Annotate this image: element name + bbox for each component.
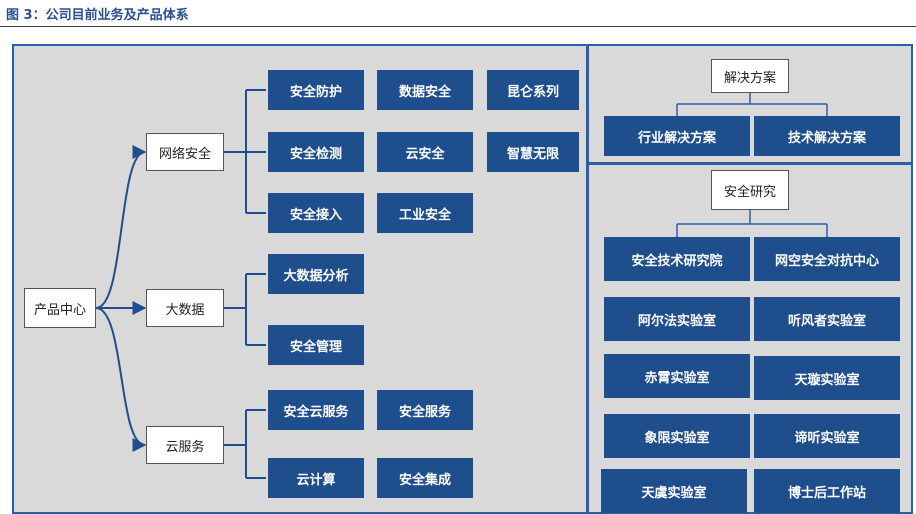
research-tianxuan-lab: 天璇实验室 [754,356,900,400]
research-cyber-countermeasure-center: 网空安全对抗中心 [754,237,900,281]
cloud-service-node: 云服务 [146,426,224,464]
network-security-node: 网络安全 [146,133,224,171]
product-item-data-security: 数据安全 [377,70,473,110]
product-item-security-integration: 安全集成 [377,458,473,498]
product-item-secure-access: 安全接入 [268,193,364,233]
solutions-title: 解决方案 [711,59,789,93]
product-item-security-service: 安全服务 [377,390,473,430]
solution-industry: 行业解决方案 [604,116,750,156]
product-item-industrial-security: 工业安全 [377,193,473,233]
product-item-security-protection: 安全防护 [268,70,364,110]
research-xiangxian-lab: 象限实验室 [604,414,750,458]
research-institute: 安全技术研究院 [604,237,750,281]
product-item-security-management: 安全管理 [268,325,364,365]
product-item-cloud-computing: 云计算 [268,458,364,498]
product-item-security-cloud-service: 安全云服务 [268,390,364,430]
research-tingfengzhe-lab: 听风者实验室 [754,297,900,341]
product-center-root: 产品中心 [24,288,96,328]
product-item-kunlun-series: 昆仑系列 [487,70,579,110]
product-item-big-data-analysis: 大数据分析 [268,254,364,294]
research-title: 安全研究 [711,170,789,210]
research-postdoc-station: 博士后工作站 [754,469,900,513]
research-tianyu-lab: 天虞实验室 [601,469,747,513]
product-item-smart-unlimited: 智慧无限 [487,132,579,172]
figure-title: 图 3：公司目前业务及产品体系 [6,8,189,23]
research-diting-lab: 谛听实验室 [754,414,900,458]
solution-technology: 技术解决方案 [754,116,900,156]
title-rule [0,26,916,27]
product-item-cloud-security: 云安全 [377,132,473,172]
product-item-security-detection: 安全检测 [268,132,364,172]
research-alpha-lab: 阿尔法实验室 [604,297,750,341]
research-chixiao-lab: 赤霄实验室 [604,354,750,398]
big-data-node: 大数据 [146,289,224,327]
